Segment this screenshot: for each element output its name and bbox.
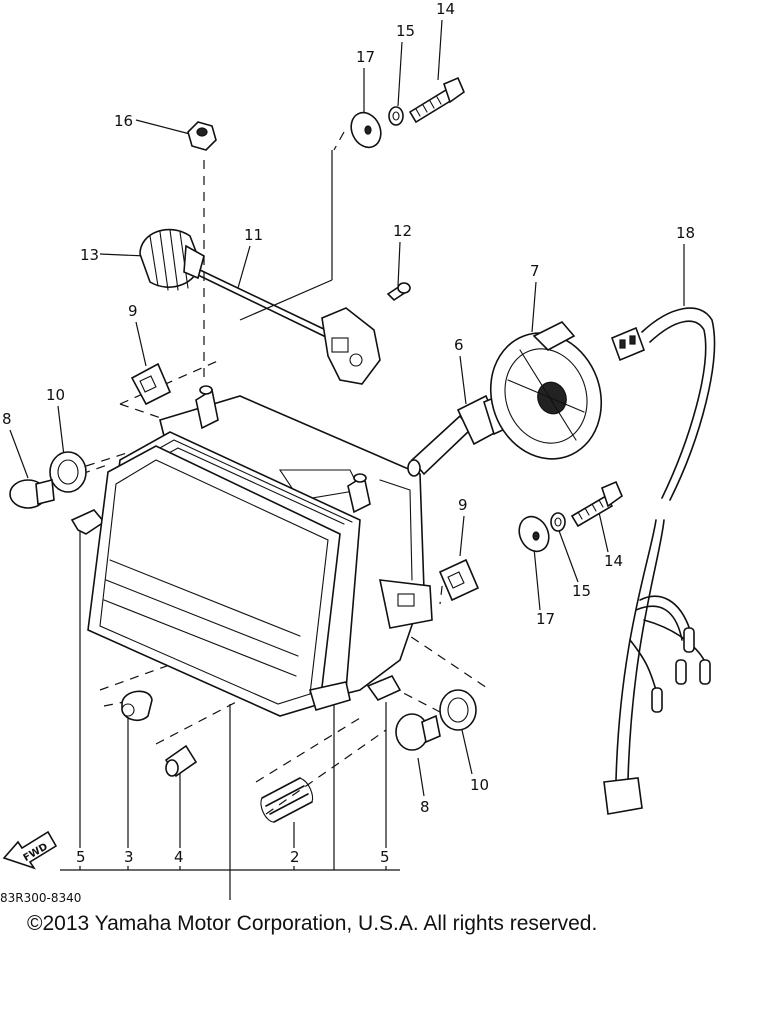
washer-15-top (388, 106, 404, 126)
callout-10-right: 10 (470, 776, 489, 794)
callout-15-top: 15 (396, 22, 415, 40)
callout-10-left: 10 (46, 386, 65, 404)
callout-17-top: 17 (356, 48, 375, 66)
callout-4: 4 (174, 848, 184, 866)
callout-17-right: 17 (536, 610, 555, 628)
clip-5-left (70, 509, 106, 535)
bulb-cover-7 (489, 321, 603, 460)
clip-5-right (366, 674, 402, 702)
washer-15-right (550, 512, 566, 532)
leader-lines (9, 19, 685, 900)
callout-14-right: 14 (604, 552, 623, 570)
knob-8-right (395, 713, 441, 751)
knob-8-left (9, 478, 55, 509)
grommet-9-right (438, 558, 480, 602)
callout-6: 6 (454, 336, 464, 354)
part-code: 83R300-8340 (0, 891, 81, 905)
forward-arrow-icon: FWD (2, 830, 58, 870)
callout-15-right: 15 (572, 582, 591, 600)
callout-2: 2 (290, 848, 300, 866)
callout-8-left: 8 (2, 410, 12, 428)
bolt-14-top (408, 76, 465, 124)
callout-18: 18 (676, 224, 695, 242)
callout-5-left: 5 (76, 848, 86, 866)
callout-11: 11 (244, 226, 263, 244)
callout-13: 13 (80, 246, 99, 264)
collar-4 (164, 744, 198, 778)
bushing-10-left (49, 451, 87, 493)
wiring-harness-18 (603, 307, 716, 815)
spring-2 (260, 777, 314, 823)
callout-14-top: 14 (436, 0, 455, 18)
callout-3: 3 (124, 848, 134, 866)
bolt-14-right (570, 480, 623, 528)
callout-7: 7 (530, 262, 540, 280)
adjusting-rod-11 (199, 269, 381, 385)
headlight-unit-1 (87, 385, 433, 717)
bushing-10-right (439, 689, 477, 731)
copyright-notice: ©2013 Yamaha Motor Corporation, U.S.A. A… (27, 912, 598, 935)
callout-8-right: 8 (420, 798, 430, 816)
nut-16 (187, 121, 217, 151)
callout-9-left: 9 (128, 302, 138, 320)
callout-12: 12 (393, 222, 412, 240)
grommet-17-top (350, 111, 382, 149)
callout-labels: 14 15 17 16 13 11 12 18 7 6 9 10 8 9 14 … (2, 0, 695, 866)
grommet-17-right (518, 515, 550, 553)
callout-5-right: 5 (380, 848, 390, 866)
adjuster-knob-13 (139, 228, 205, 291)
callout-9-right: 9 (458, 496, 468, 514)
screw-12 (386, 282, 411, 302)
grommet-3 (121, 690, 153, 722)
grommet-9-left (130, 362, 172, 406)
callout-16: 16 (114, 112, 133, 130)
